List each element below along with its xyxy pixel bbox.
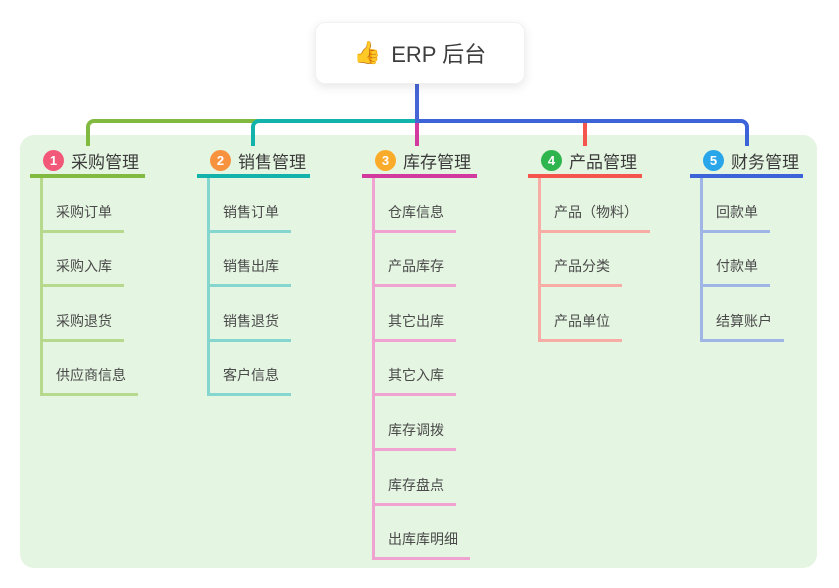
- child-node[interactable]: 销售订单: [207, 202, 291, 233]
- child-node[interactable]: 仓库信息: [372, 202, 456, 233]
- branch-children: 回款单付款单结算账户: [700, 178, 803, 342]
- child-node[interactable]: 产品单位: [538, 311, 622, 342]
- child-node[interactable]: 回款单: [700, 202, 770, 233]
- branch-label: 产品管理: [569, 152, 637, 172]
- branch-label: 库存管理: [403, 152, 471, 172]
- child-node[interactable]: 销售退货: [207, 311, 291, 342]
- child-node[interactable]: 出库库明细: [372, 529, 470, 561]
- child-row: 其它出库: [372, 287, 477, 342]
- child-row: 采购退货: [40, 287, 145, 342]
- child-row: 仓库信息: [372, 178, 477, 233]
- child-row: 产品分类: [538, 233, 642, 288]
- child-node[interactable]: 客户信息: [207, 365, 291, 397]
- branch-node-1[interactable]: 1 采购管理: [30, 146, 145, 178]
- root-node-erp[interactable]: 👍 ERP 后台: [315, 22, 525, 84]
- child-row: 产品库存: [372, 233, 477, 288]
- branch-node-2[interactable]: 2 销售管理: [197, 146, 310, 178]
- branch-column-5: 5 财务管理回款单付款单结算账户: [690, 146, 803, 342]
- child-node[interactable]: 产品分类: [538, 256, 622, 288]
- child-node[interactable]: 产品（物料）: [538, 202, 650, 233]
- branch-number-badge: 5: [703, 149, 724, 171]
- child-node[interactable]: 产品库存: [372, 256, 456, 288]
- branch-node-3[interactable]: 3 库存管理: [362, 146, 477, 178]
- child-row: 采购入库: [40, 233, 145, 288]
- child-row: 付款单: [700, 233, 803, 288]
- child-node[interactable]: 采购退货: [40, 311, 124, 342]
- branch-column-2: 2 销售管理销售订单销售出库销售退货客户信息: [197, 146, 310, 397]
- branch-number-badge: 4: [541, 149, 562, 171]
- child-row: 回款单: [700, 178, 803, 233]
- branch-children: 仓库信息产品库存其它出库其它入库库存调拨库存盘点出库库明细: [372, 178, 477, 561]
- branch-number-badge: 1: [43, 149, 64, 171]
- child-row: 销售订单: [207, 178, 310, 233]
- child-node[interactable]: 结算账户: [700, 311, 784, 342]
- child-row: 销售出库: [207, 233, 310, 288]
- branch-node-5[interactable]: 5 财务管理: [690, 146, 803, 178]
- branch-number-badge: 3: [375, 149, 396, 171]
- child-row: 出库库明细: [372, 506, 477, 561]
- child-node[interactable]: 付款单: [700, 256, 770, 288]
- child-row: 客户信息: [207, 342, 310, 397]
- branch-node-4[interactable]: 4 产品管理: [528, 146, 642, 178]
- child-node[interactable]: 销售出库: [207, 256, 291, 288]
- child-row: 产品（物料）: [538, 178, 650, 233]
- root-stem-connector: [415, 80, 419, 123]
- branch-column-4: 4 产品管理产品（物料） 产品分类产品单位: [528, 146, 650, 342]
- child-node[interactable]: 库存调拨: [372, 420, 456, 451]
- branch-children: 产品（物料） 产品分类产品单位: [538, 178, 650, 342]
- root-node-label: ERP 后台: [391, 42, 487, 67]
- child-row: 库存盘点: [372, 451, 477, 506]
- branch-children: 采购订单采购入库采购退货供应商信息: [40, 178, 145, 397]
- child-node[interactable]: 其它入库: [372, 365, 456, 397]
- child-row: 产品单位: [538, 287, 642, 342]
- branch-label: 采购管理: [71, 152, 139, 172]
- child-node[interactable]: 采购订单: [40, 202, 124, 233]
- child-node[interactable]: 采购入库: [40, 256, 124, 288]
- child-row: 其它入库: [372, 342, 477, 397]
- child-row: 库存调拨: [372, 396, 477, 451]
- branch-number-badge: 2: [210, 149, 231, 171]
- child-row: 供应商信息: [40, 342, 145, 397]
- thumbs-up-icon: 👍: [353, 40, 382, 65]
- child-node[interactable]: 其它出库: [372, 311, 456, 342]
- branch-column-1: 1 采购管理采购订单采购入库采购退货供应商信息: [30, 146, 145, 397]
- child-node[interactable]: 供应商信息: [40, 365, 138, 397]
- child-row: 采购订单: [40, 178, 145, 233]
- branch-label: 财务管理: [731, 152, 799, 172]
- child-node[interactable]: 库存盘点: [372, 475, 456, 506]
- branch-column-3: 3 库存管理仓库信息产品库存其它出库其它入库库存调拨库存盘点出库库明细: [362, 146, 477, 561]
- branch-children: 销售订单销售出库销售退货客户信息: [207, 178, 310, 397]
- child-row: 结算账户: [700, 287, 803, 342]
- branch-label: 销售管理: [238, 152, 306, 172]
- child-row: 销售退货: [207, 287, 310, 342]
- mindmap-panel: [20, 135, 817, 568]
